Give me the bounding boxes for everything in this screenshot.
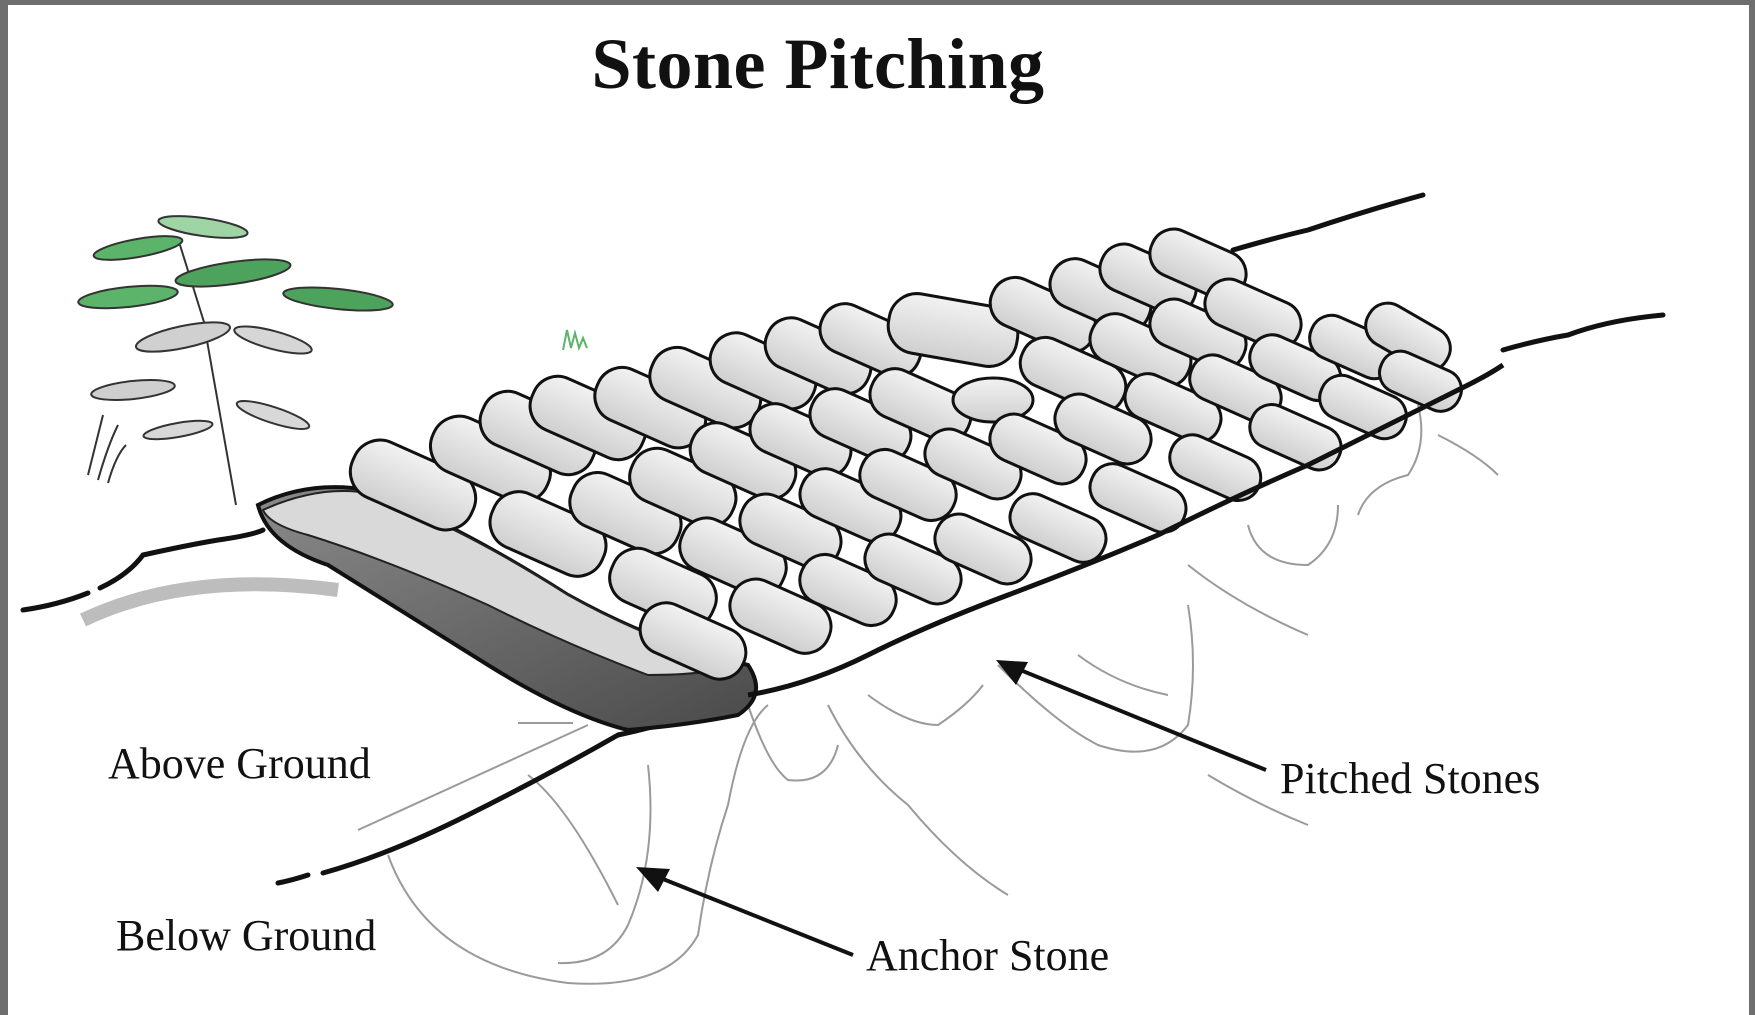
stone-pitching-illustration (8, 5, 1749, 1015)
anchor-stone-arrow (636, 867, 853, 955)
below-ground-label: Below Ground (116, 910, 376, 961)
anchor-stone-label: Anchor Stone (866, 930, 1109, 981)
ground-shade (83, 584, 338, 620)
pitched-stones-arrow (996, 660, 1266, 770)
pitched-stones-label: Pitched Stones (1280, 753, 1540, 804)
above-ground-label: Above Ground (108, 738, 371, 789)
